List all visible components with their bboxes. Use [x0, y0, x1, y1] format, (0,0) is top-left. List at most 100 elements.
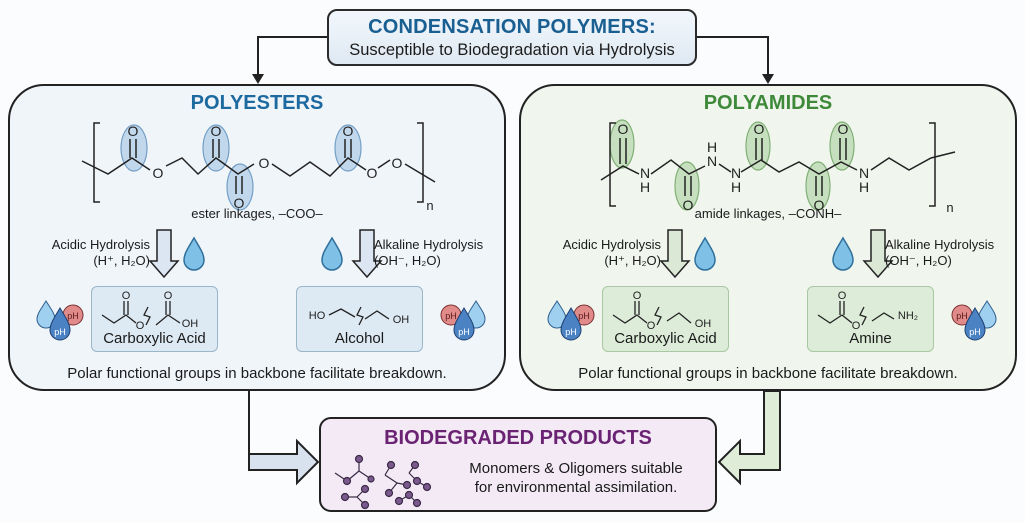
atom-o: O — [367, 165, 378, 181]
bracket-left — [93, 122, 100, 203]
ph-icon-left: pH pH — [36, 300, 84, 341]
svg-text:pH: pH — [445, 311, 457, 321]
block-arrow-polyesters-to-products — [248, 391, 320, 486]
svg-text:O: O — [618, 121, 629, 137]
product-carboxylic-acid: O O OH Carboxylic Acid — [602, 286, 729, 352]
acidic-arrow-icon — [659, 229, 691, 279]
backbone-bond — [81, 157, 151, 175]
atom-o: O — [234, 195, 245, 211]
atom-o: O — [128, 123, 139, 139]
product-name: Amine — [849, 330, 892, 347]
atom-o: O — [153, 165, 164, 181]
product-amine: O O NH₂ Amine — [807, 286, 934, 352]
svg-text:O: O — [633, 290, 642, 302]
ph-icon-left: pH pH — [547, 300, 595, 341]
bracket-right — [929, 122, 936, 207]
svg-text:N: N — [707, 153, 717, 169]
atom-o: O — [343, 123, 354, 139]
svg-text:pH: pH — [956, 311, 968, 321]
biodegraded-products-box: BIODEGRADED PRODUCTS Monomers & Oligomer… — [319, 417, 717, 512]
svg-text:O: O — [164, 290, 173, 302]
polyesters-panel: POLYESTERS O O O O O O O — [8, 84, 506, 391]
amide-highlight — [745, 121, 771, 171]
product-alcohol: HO OH Alcohol — [296, 286, 423, 352]
block-arrow-polyamides-to-products — [717, 390, 781, 486]
alcohol-structure: HO OH — [309, 306, 409, 326]
product-name: Alcohol — [334, 330, 385, 347]
alkaline-arrow-icon — [862, 229, 894, 279]
svg-text:N: N — [640, 165, 650, 181]
svg-text:O: O — [683, 197, 694, 213]
carboxylic-acid-structure: O O OH — [612, 290, 712, 332]
svg-text:H: H — [859, 179, 869, 195]
biodegraded-title: BIODEGRADED PRODUCTS — [384, 427, 652, 449]
svg-text:pH: pH — [458, 327, 470, 337]
svg-text:O: O — [754, 121, 765, 137]
svg-text:pH: pH — [565, 327, 577, 337]
ester-highlight — [226, 163, 254, 211]
atom-o: O — [392, 155, 403, 171]
amine-structure: O O NH₂ — [817, 290, 918, 332]
alkaline-hydrolysis-label: Alkaline Hydrolysis (OH⁻, H₂O) — [885, 237, 995, 268]
acidic-arrow-icon — [148, 229, 180, 279]
repeat-subscript: n — [946, 200, 953, 215]
svg-text:OH: OH — [182, 318, 199, 330]
carboxylic-acid-structure: O O O OH — [101, 290, 199, 332]
polyamide-structure: O NH O HN NH O O O NH n pH pH pH pH — [547, 119, 997, 341]
arrowhead-icon — [762, 74, 774, 84]
product-name: Carboxylic Acid — [614, 330, 717, 347]
acidic-hydrolysis-label: Acidic Hydrolysis (H⁺, H₂O) — [51, 237, 150, 268]
page-title: CONDENSATION POLYMERS: — [368, 16, 656, 38]
svg-text:H: H — [731, 179, 741, 195]
water-drop-icon — [694, 236, 716, 271]
arrowhead-icon — [252, 74, 264, 84]
polyesters-footer: Polar functional groups in backbone faci… — [67, 365, 447, 382]
alkaline-hydrolysis-label: Alkaline Hydrolysis (OH⁻, H₂O) — [374, 237, 484, 268]
acidic-hydrolysis-label: Acidic Hydrolysis (H⁺, H₂O) — [562, 237, 661, 268]
ph-icon-right: pH pH — [440, 300, 486, 341]
svg-text:N: N — [731, 165, 741, 181]
water-drop-icon — [832, 236, 854, 271]
svg-text:O: O — [838, 121, 849, 137]
alkaline-arrow-icon — [351, 229, 383, 279]
svg-text:NH₂: NH₂ — [898, 310, 918, 322]
svg-text:O: O — [814, 197, 825, 213]
bracket-right — [417, 122, 424, 203]
svg-text:HO: HO — [309, 310, 326, 322]
biodegraded-description: Monomers & Oligomers suitable for enviro… — [469, 460, 683, 496]
svg-text:O: O — [136, 320, 145, 332]
svg-text:O: O — [852, 320, 861, 332]
page-subtitle: Susceptible to Biodegradation via Hydrol… — [349, 41, 675, 59]
svg-text:H: H — [640, 179, 650, 195]
product-name: Carboxylic Acid — [103, 330, 206, 347]
title-box: CONDENSATION POLYMERS: Susceptible to Bi… — [327, 9, 697, 66]
product-carboxylic-acid: O O O OH Carboxylic Acid — [91, 286, 218, 352]
repeat-subscript: n — [426, 198, 433, 213]
ph-icon-right: pH pH — [951, 300, 997, 341]
atom-o: O — [211, 123, 222, 139]
svg-text:pH: pH — [969, 327, 981, 337]
svg-text:pH: pH — [54, 327, 66, 337]
ester-highlight — [334, 124, 362, 172]
amide-highlight — [829, 121, 855, 171]
svg-text:O: O — [838, 290, 847, 302]
connector-to-polyesters — [257, 36, 327, 80]
svg-text:pH: pH — [67, 311, 79, 321]
amide-linkage-label: amide linkages, –CONH– — [694, 206, 842, 221]
polyesters-title: POLYESTERS — [190, 92, 324, 114]
connector-to-polyamides — [697, 36, 769, 80]
ester-highlight — [120, 124, 148, 172]
svg-text:N: N — [859, 165, 869, 181]
svg-text:OH: OH — [695, 318, 712, 330]
water-drop-icon — [321, 236, 343, 271]
svg-text:O: O — [122, 290, 131, 302]
amide-highlight — [674, 161, 700, 211]
svg-text:H: H — [707, 139, 717, 155]
svg-text:O: O — [647, 320, 656, 332]
svg-text:pH: pH — [578, 311, 590, 321]
molecules-icon — [334, 454, 432, 510]
bracket-left — [609, 122, 616, 207]
polyamides-title: POLYAMIDES — [703, 92, 833, 114]
